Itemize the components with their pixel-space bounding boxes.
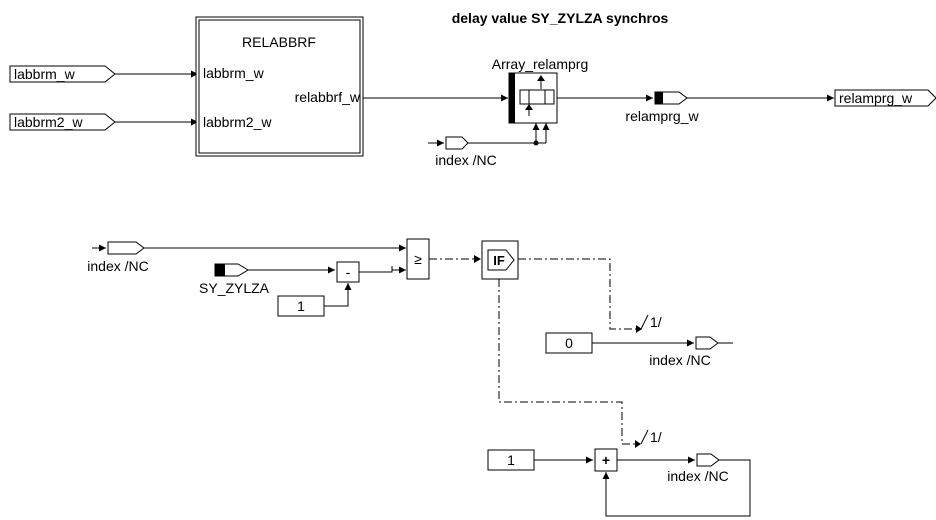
- relabbrf-output: relabbrf_w: [295, 89, 361, 105]
- greater-equal-block[interactable]: ≥: [406, 238, 430, 280]
- relabbrf-block-title: RELABBRF: [242, 34, 316, 50]
- branch-2-label: 1/: [650, 429, 662, 445]
- sy-zylza-port[interactable]: [214, 263, 249, 277]
- junction-dot: [533, 140, 539, 146]
- input-port-labbrm[interactable]: labbrm_w: [9, 65, 116, 83]
- index-out-port-1[interactable]: [695, 336, 719, 350]
- index-label-top: index /NC: [435, 152, 496, 168]
- constant-1-b[interactable]: 1: [487, 449, 535, 471]
- constant-1-a[interactable]: 1: [277, 295, 325, 317]
- wire-subtract-out: [359, 266, 393, 273]
- input-port-labbrm2[interactable]: labbrm2_w: [9, 113, 116, 131]
- input-port-labbrm-label: labbrm_w: [14, 66, 76, 82]
- wire-if-then: [518, 258, 641, 330]
- relabbrf-input-1: labbrm_w: [203, 65, 265, 81]
- index-out-1-label: index /NC: [649, 352, 710, 368]
- relabbrf-input-2: labbrm2_w: [203, 114, 272, 130]
- array-block-label: Array_relamprg: [492, 56, 588, 72]
- if-symbol: IF: [493, 253, 505, 268]
- diagram-title: delay value SY_ZYLZA synchros: [452, 10, 669, 26]
- sy-zylza-label: SY_ZYLZA: [199, 280, 270, 296]
- branch-1-tick: [640, 314, 649, 330]
- if-block[interactable]: IF: [481, 240, 519, 280]
- index-out-port-2[interactable]: [696, 453, 720, 467]
- add-block[interactable]: +: [594, 448, 618, 472]
- constant-1-a-value: 1: [297, 298, 305, 314]
- branch-1-label: 1/: [650, 314, 662, 330]
- relamprg-intermediate-port[interactable]: [654, 91, 688, 105]
- wire-const-1-a: [324, 287, 349, 307]
- subtract-symbol: -: [346, 264, 351, 280]
- index-in-label: index /NC: [87, 258, 148, 274]
- greater-equal-symbol: ≥: [414, 251, 422, 267]
- constant-0-value: 0: [565, 335, 573, 351]
- relabbrf-block[interactable]: RELABBRF labbrm_w labbrm2_w relabbrf_w: [195, 16, 364, 157]
- output-port-relamprg-label: relamprg_w: [839, 90, 913, 106]
- index-out-2-label: index /NC: [667, 468, 728, 484]
- index-from-port-top[interactable]: [445, 136, 469, 150]
- output-port-relamprg[interactable]: relamprg_w: [834, 89, 936, 107]
- index-in-port[interactable]: [107, 241, 145, 255]
- wire-if-else: [498, 279, 640, 445]
- add-symbol: +: [602, 452, 610, 468]
- relamprg-intermediate-label: relamprg_w: [625, 108, 699, 124]
- subtract-block[interactable]: -: [336, 261, 360, 283]
- constant-0[interactable]: 0: [545, 332, 593, 354]
- constant-1-b-value: 1: [507, 452, 515, 468]
- input-port-labbrm2-label: labbrm2_w: [14, 114, 83, 130]
- array-relamprg-block[interactable]: [508, 72, 558, 124]
- branch-2-tick: [640, 429, 649, 445]
- wire-feedback-loop: [605, 459, 751, 517]
